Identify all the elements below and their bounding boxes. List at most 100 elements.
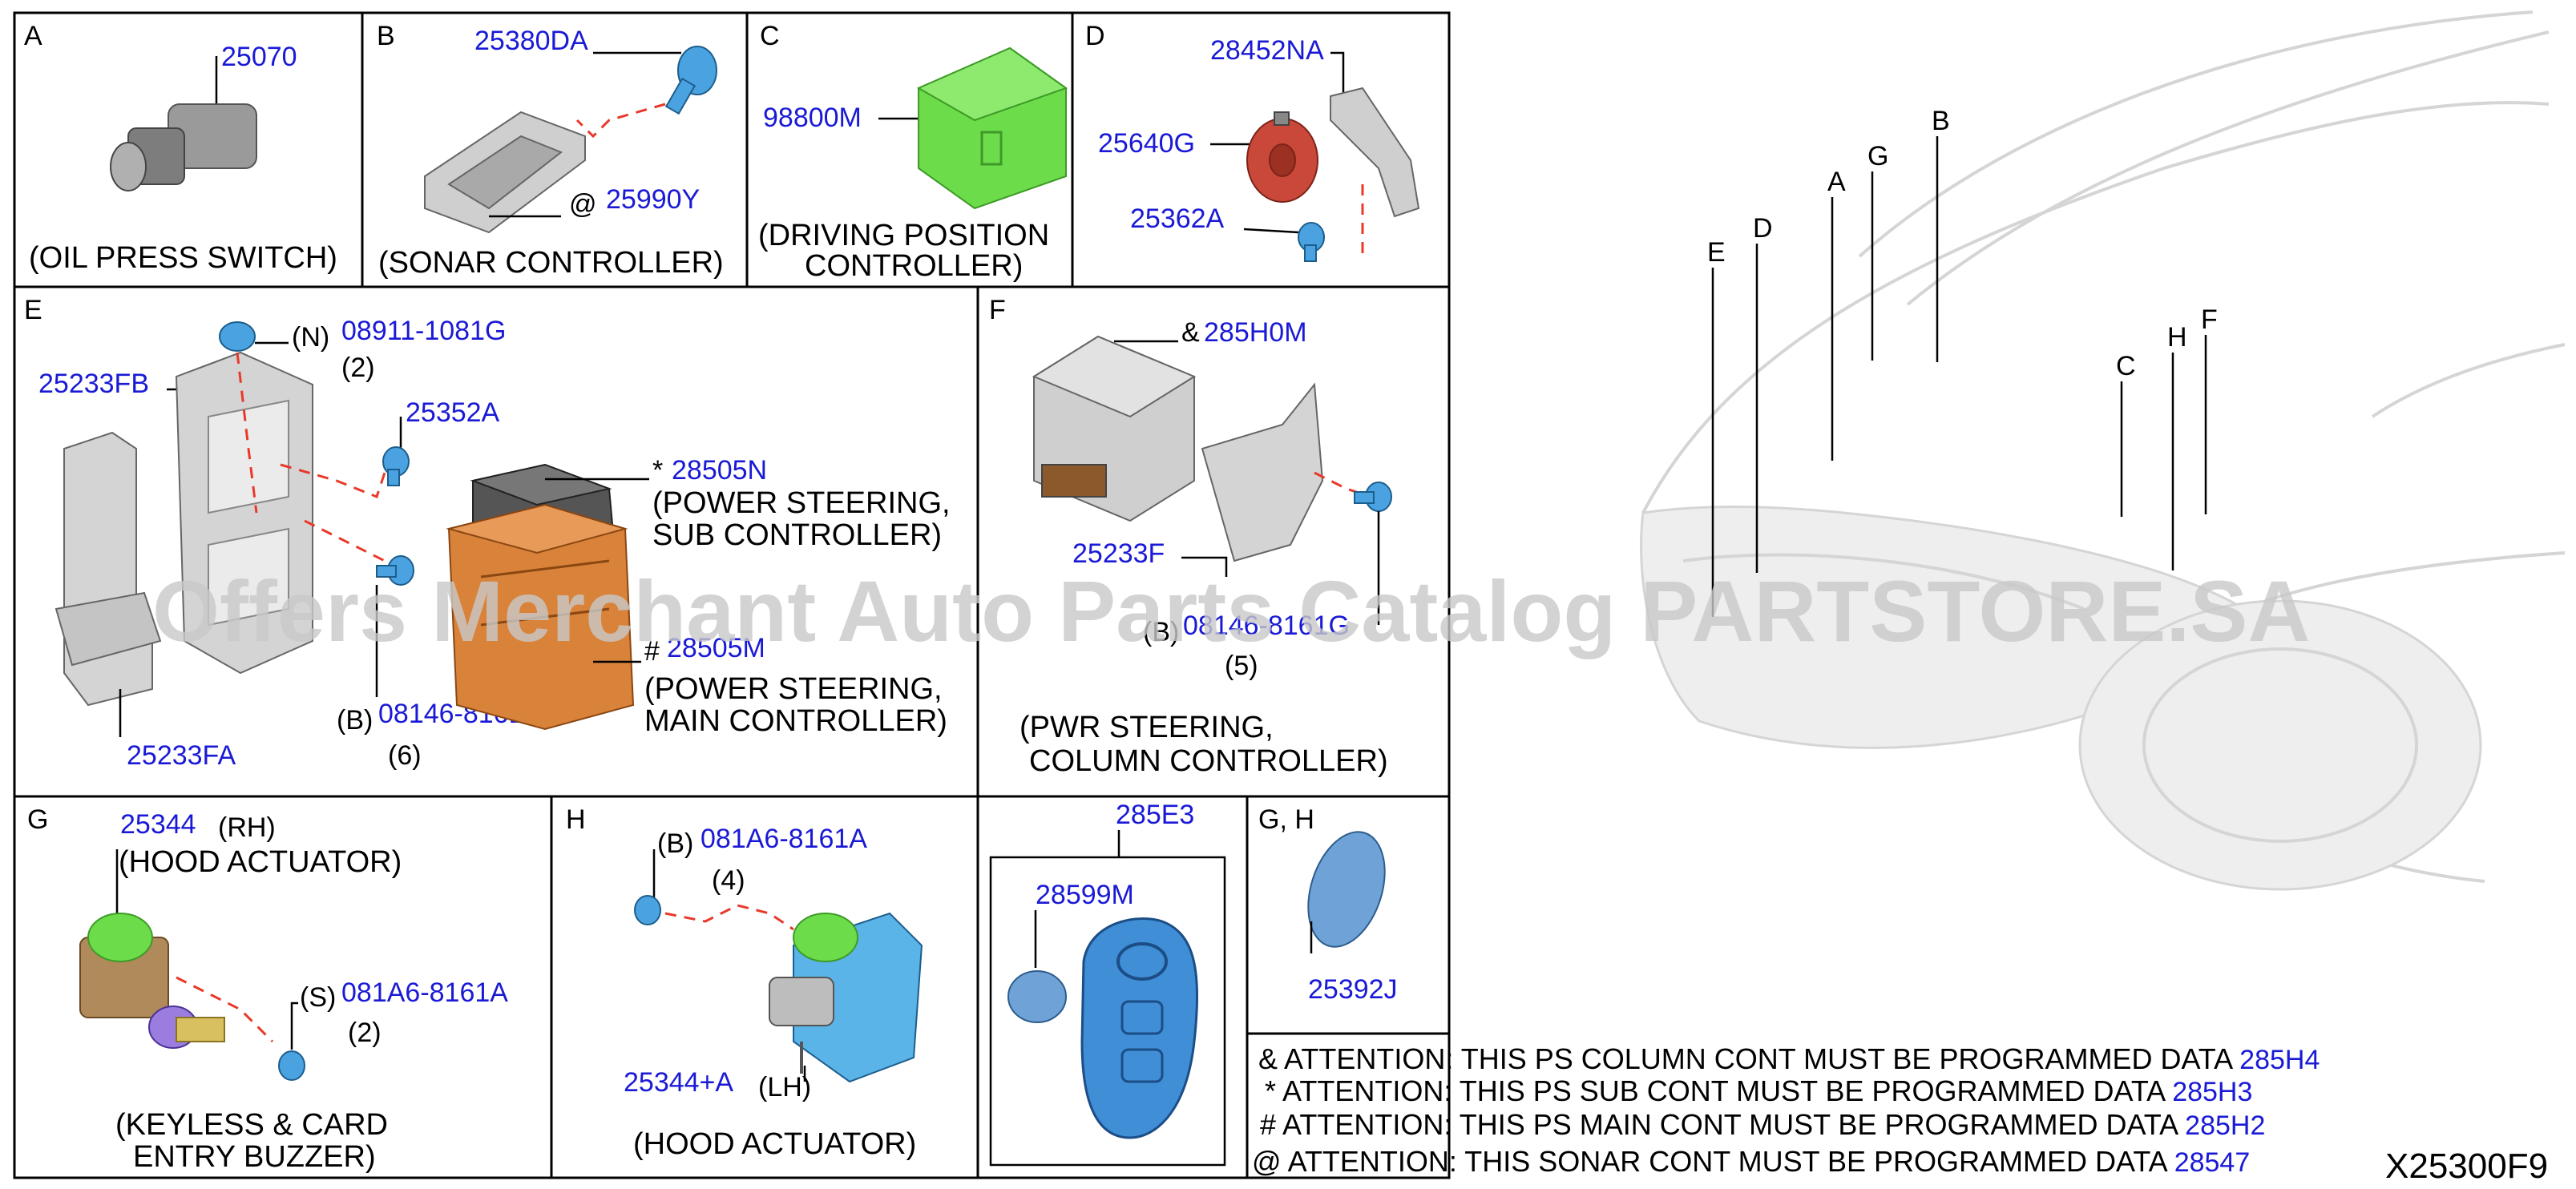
part-98800M[interactable]: 98800M (763, 103, 862, 133)
part-28452NA[interactable]: 28452NA (1210, 35, 1324, 66)
car-label-h: H (2167, 322, 2187, 353)
part-081A6-8161A-h[interactable]: 081A6-8161A (701, 824, 867, 854)
cell-h-letter: H (566, 804, 586, 835)
part-08146-8161G-f[interactable]: 08146-8161G (1183, 611, 1350, 641)
part-25380DA[interactable]: 25380DA (474, 26, 588, 56)
cell-f: F & 285H0M 25233F (B) 08146-8161G (5) (P… (989, 295, 1392, 778)
bolt-e-qty: (6) (388, 740, 422, 771)
watermark: Offers Merchant Auto Parts Catalog PARTS… (152, 562, 2310, 659)
attention-3-part[interactable]: 285H2 (2185, 1110, 2265, 1141)
cell-gh-letter: G, H (1258, 804, 1314, 835)
attention-1: & ATTENTION: THIS PS COLUMN CONT MUST BE… (1258, 1042, 2320, 1075)
vehicle-outline (1640, 10, 2566, 891)
attention-2-text: ATTENTION: THIS PS SUB CONT MUST BE PROG… (1282, 1074, 2166, 1107)
cap-25392J-image (1307, 831, 1386, 948)
grid-frame (13, 11, 1451, 1179)
part-25070[interactable]: 25070 (221, 42, 297, 72)
attention-4-text: ATTENTION: THIS SONAR CONT MUST BE PROGR… (1288, 1145, 2168, 1178)
cell-a: A 25070 (OIL PRESS SWITCH) (24, 21, 337, 275)
screw-g-prefix: (S) (300, 982, 336, 1013)
part-08911-1081G[interactable]: 08911-1081G (341, 316, 506, 346)
part-285H0M[interactable]: 285H0M (1204, 317, 1307, 348)
car-label-e: E (1707, 237, 1726, 268)
part-25233F[interactable]: 25233F (1072, 538, 1165, 569)
bolt-h-qty: (4) (712, 865, 745, 896)
part-25233FB[interactable]: 25233FB (38, 369, 149, 399)
caption-sonar-controller: (SONAR CONTROLLER) (378, 246, 724, 280)
bolt-f-image (1354, 482, 1392, 512)
part-28505M[interactable]: 28505M (667, 633, 765, 663)
caption-hood-actuator-rh: (HOOD ACTUATOR) (119, 845, 402, 879)
caption-keyless-2: ENTRY BUZZER) (133, 1140, 376, 1174)
part-25344-A[interactable]: 25344+A (624, 1067, 733, 1098)
part-28599M[interactable]: 28599M (1036, 880, 1134, 910)
hood-actuator-lh-side: (LH) (758, 1072, 811, 1102)
caption-column-2: COLUMN CONTROLLER) (1029, 744, 1388, 778)
screw-g-qty: (2) (348, 1018, 382, 1048)
bolt-e-prefix: (B) (337, 705, 373, 736)
part-081A6-8161A-g[interactable]: 081A6-8161A (341, 977, 508, 1008)
part-285E3[interactable]: 285E3 (1116, 800, 1194, 830)
car-label-b: B (1932, 106, 1950, 136)
cell-key: 285E3 28599M (989, 800, 1226, 1167)
attention-2-part[interactable]: 285H3 (2172, 1077, 2252, 1107)
attention-1-part[interactable]: 285H4 (2239, 1045, 2320, 1075)
driving-position-controller-image (916, 46, 1068, 210)
bolt-h-image (634, 895, 661, 925)
sonar-controller-image (424, 111, 586, 234)
sub-prefix-star: * (652, 455, 663, 486)
key-battery-image (1007, 970, 1067, 1023)
vehicle-callouts: E D A G B C H F (1707, 106, 2218, 617)
part-25352A[interactable]: 25352A (406, 397, 500, 428)
oil-pressure-switch-image (110, 103, 257, 191)
cell-h: H (B) 081A6-8161A (4) 25344+A (LH) (HOOD… (566, 804, 923, 1161)
part-25362A[interactable]: 25362A (1130, 204, 1225, 234)
part-25233FA[interactable]: 25233FA (127, 740, 236, 771)
bolt-e-image (376, 555, 414, 586)
part-25344[interactable]: 25344 (120, 809, 196, 840)
buzzer-screw-image (278, 1050, 305, 1081)
nut-qty: (2) (341, 353, 375, 383)
cell-c-letter: C (760, 21, 780, 51)
cell-c: C 98800M (DRIVING POSITION CONTROLLER) (758, 21, 1068, 283)
hood-actuator-rh-image (79, 913, 225, 1049)
nut-image (219, 321, 256, 352)
hood-actuator-rh-side: (RH) (218, 812, 276, 843)
caption-ps-sub-1: (POWER STEERING, (652, 486, 951, 520)
part-28505N[interactable]: 28505N (672, 455, 767, 486)
attention-4-prefix: @ (1252, 1145, 1282, 1178)
cell-d-letter: D (1085, 21, 1105, 51)
car-label-a: A (1827, 167, 1846, 197)
cell-g: G 25344 (RH) (HOOD ACTUATOR) (S) 081A6-8… (27, 804, 508, 1174)
smart-key-image (1080, 917, 1199, 1139)
horn-image (1246, 111, 1318, 203)
screw-image (382, 446, 410, 486)
column-bracket-image (1201, 382, 1324, 562)
horn-bolt-image (1298, 222, 1325, 262)
attention-4-part[interactable]: 28547 (2174, 1147, 2251, 1178)
attention-3-text: ATTENTION: THIS PS MAIN CONT MUST BE PRO… (1282, 1108, 2178, 1141)
attention-3: # ATTENTION: THIS PS MAIN CONT MUST BE P… (1260, 1108, 2265, 1141)
attention-4: @ ATTENTION: THIS SONAR CONT MUST BE PRO… (1252, 1145, 2250, 1178)
part-25640G[interactable]: 25640G (1098, 128, 1195, 159)
sonar-bolt-image (664, 46, 717, 115)
caption-oil-press-switch: (OIL PRESS SWITCH) (29, 241, 337, 275)
bolt-f-qty: (5) (1225, 651, 1258, 681)
attention-3-prefix: # (1260, 1108, 1276, 1141)
caption-driving-position-2: CONTROLLER) (805, 249, 1023, 283)
column-prefix-amp: & (1181, 317, 1200, 348)
caption-driving-position-1: (DRIVING POSITION (758, 219, 1049, 252)
cell-e-letter: E (24, 295, 42, 325)
part-25990Y[interactable]: 25990Y (606, 184, 700, 215)
cell-b: B 25380DA @ 25990Y (SONAR CONTROLLER) (377, 21, 724, 280)
attention-1-prefix: & (1258, 1042, 1278, 1075)
bolt-h-prefix: (B) (657, 828, 693, 859)
car-label-g: G (1867, 141, 1888, 171)
hood-actuator-lh-image (769, 912, 923, 1083)
caption-ps-sub-2: SUB CONTROLLER) (652, 518, 942, 552)
cell-f-letter: F (989, 295, 1006, 325)
nut-prefix: (N) (292, 322, 329, 353)
diagram-code: X25300F9 (2385, 1147, 2548, 1186)
part-25392J[interactable]: 25392J (1308, 974, 1398, 1005)
